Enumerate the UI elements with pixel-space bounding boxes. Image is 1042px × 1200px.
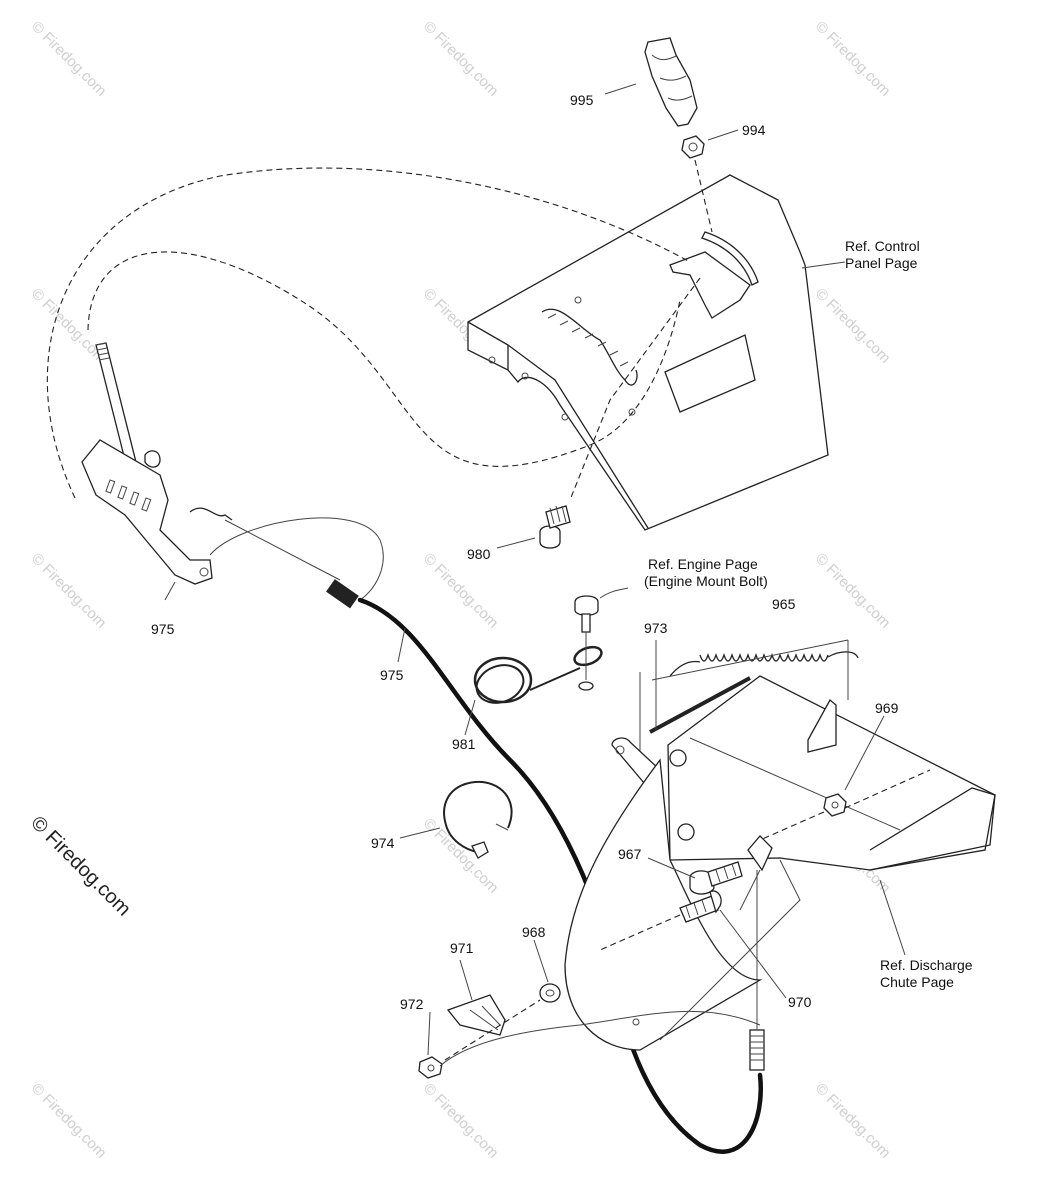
ref-discharge-line1: Ref. Discharge	[880, 957, 973, 973]
nut-972	[418, 1056, 443, 1079]
label-971: 971	[450, 940, 474, 956]
label-975-cable: 975	[380, 667, 404, 683]
label-974: 974	[371, 835, 395, 851]
chute-deflector	[564, 675, 996, 1051]
ref-control-panel-line2: Panel Page	[845, 255, 918, 271]
shift-cable-975	[326, 579, 765, 1154]
label-975-bracket: 975	[151, 621, 175, 637]
label-994: 994	[742, 122, 766, 138]
bolt-967	[689, 861, 743, 895]
label-970: 970	[788, 994, 812, 1010]
engine-mount-bolt	[574, 595, 599, 691]
grip-handle	[644, 37, 698, 127]
screw-980	[539, 505, 571, 549]
ref-control-panel-line1: Ref. Control	[845, 238, 920, 254]
rod-973	[649, 676, 751, 734]
label-967: 967	[618, 846, 642, 862]
label-981: 981	[452, 736, 476, 752]
spring-965	[639, 639, 859, 760]
control-panel	[467, 174, 829, 531]
label-995: 995	[570, 92, 594, 108]
ref-engine-line1: Ref. Engine Page	[648, 556, 758, 572]
label-968: 968	[522, 924, 546, 940]
leader-lines	[164, 83, 906, 1056]
dashed-path-lower	[87, 251, 681, 467]
label-965: 965	[772, 596, 796, 612]
cable-tie-981	[473, 645, 603, 704]
ref-engine-line2: (Engine Mount Bolt)	[644, 573, 768, 589]
nut-969	[823, 793, 847, 817]
bracket-975	[81, 439, 213, 585]
bolt-970	[679, 890, 722, 923]
label-969: 969	[875, 700, 899, 716]
ref-engine: Ref. Engine Page (Engine Mount Bolt)	[644, 556, 768, 590]
nut-994	[681, 135, 705, 159]
ref-discharge-chute: Ref. Discharge Chute Page	[880, 957, 973, 991]
label-980: 980	[467, 546, 491, 562]
clip-974	[443, 780, 513, 859]
label-972: 972	[400, 996, 424, 1012]
ref-control-panel: Ref. Control Panel Page	[845, 238, 920, 272]
clip-971	[446, 994, 506, 1036]
label-973: 973	[644, 620, 668, 636]
dashed-path-upper	[46, 167, 691, 499]
ref-discharge-line2: Chute Page	[880, 974, 954, 990]
washer-968	[539, 983, 561, 1003]
